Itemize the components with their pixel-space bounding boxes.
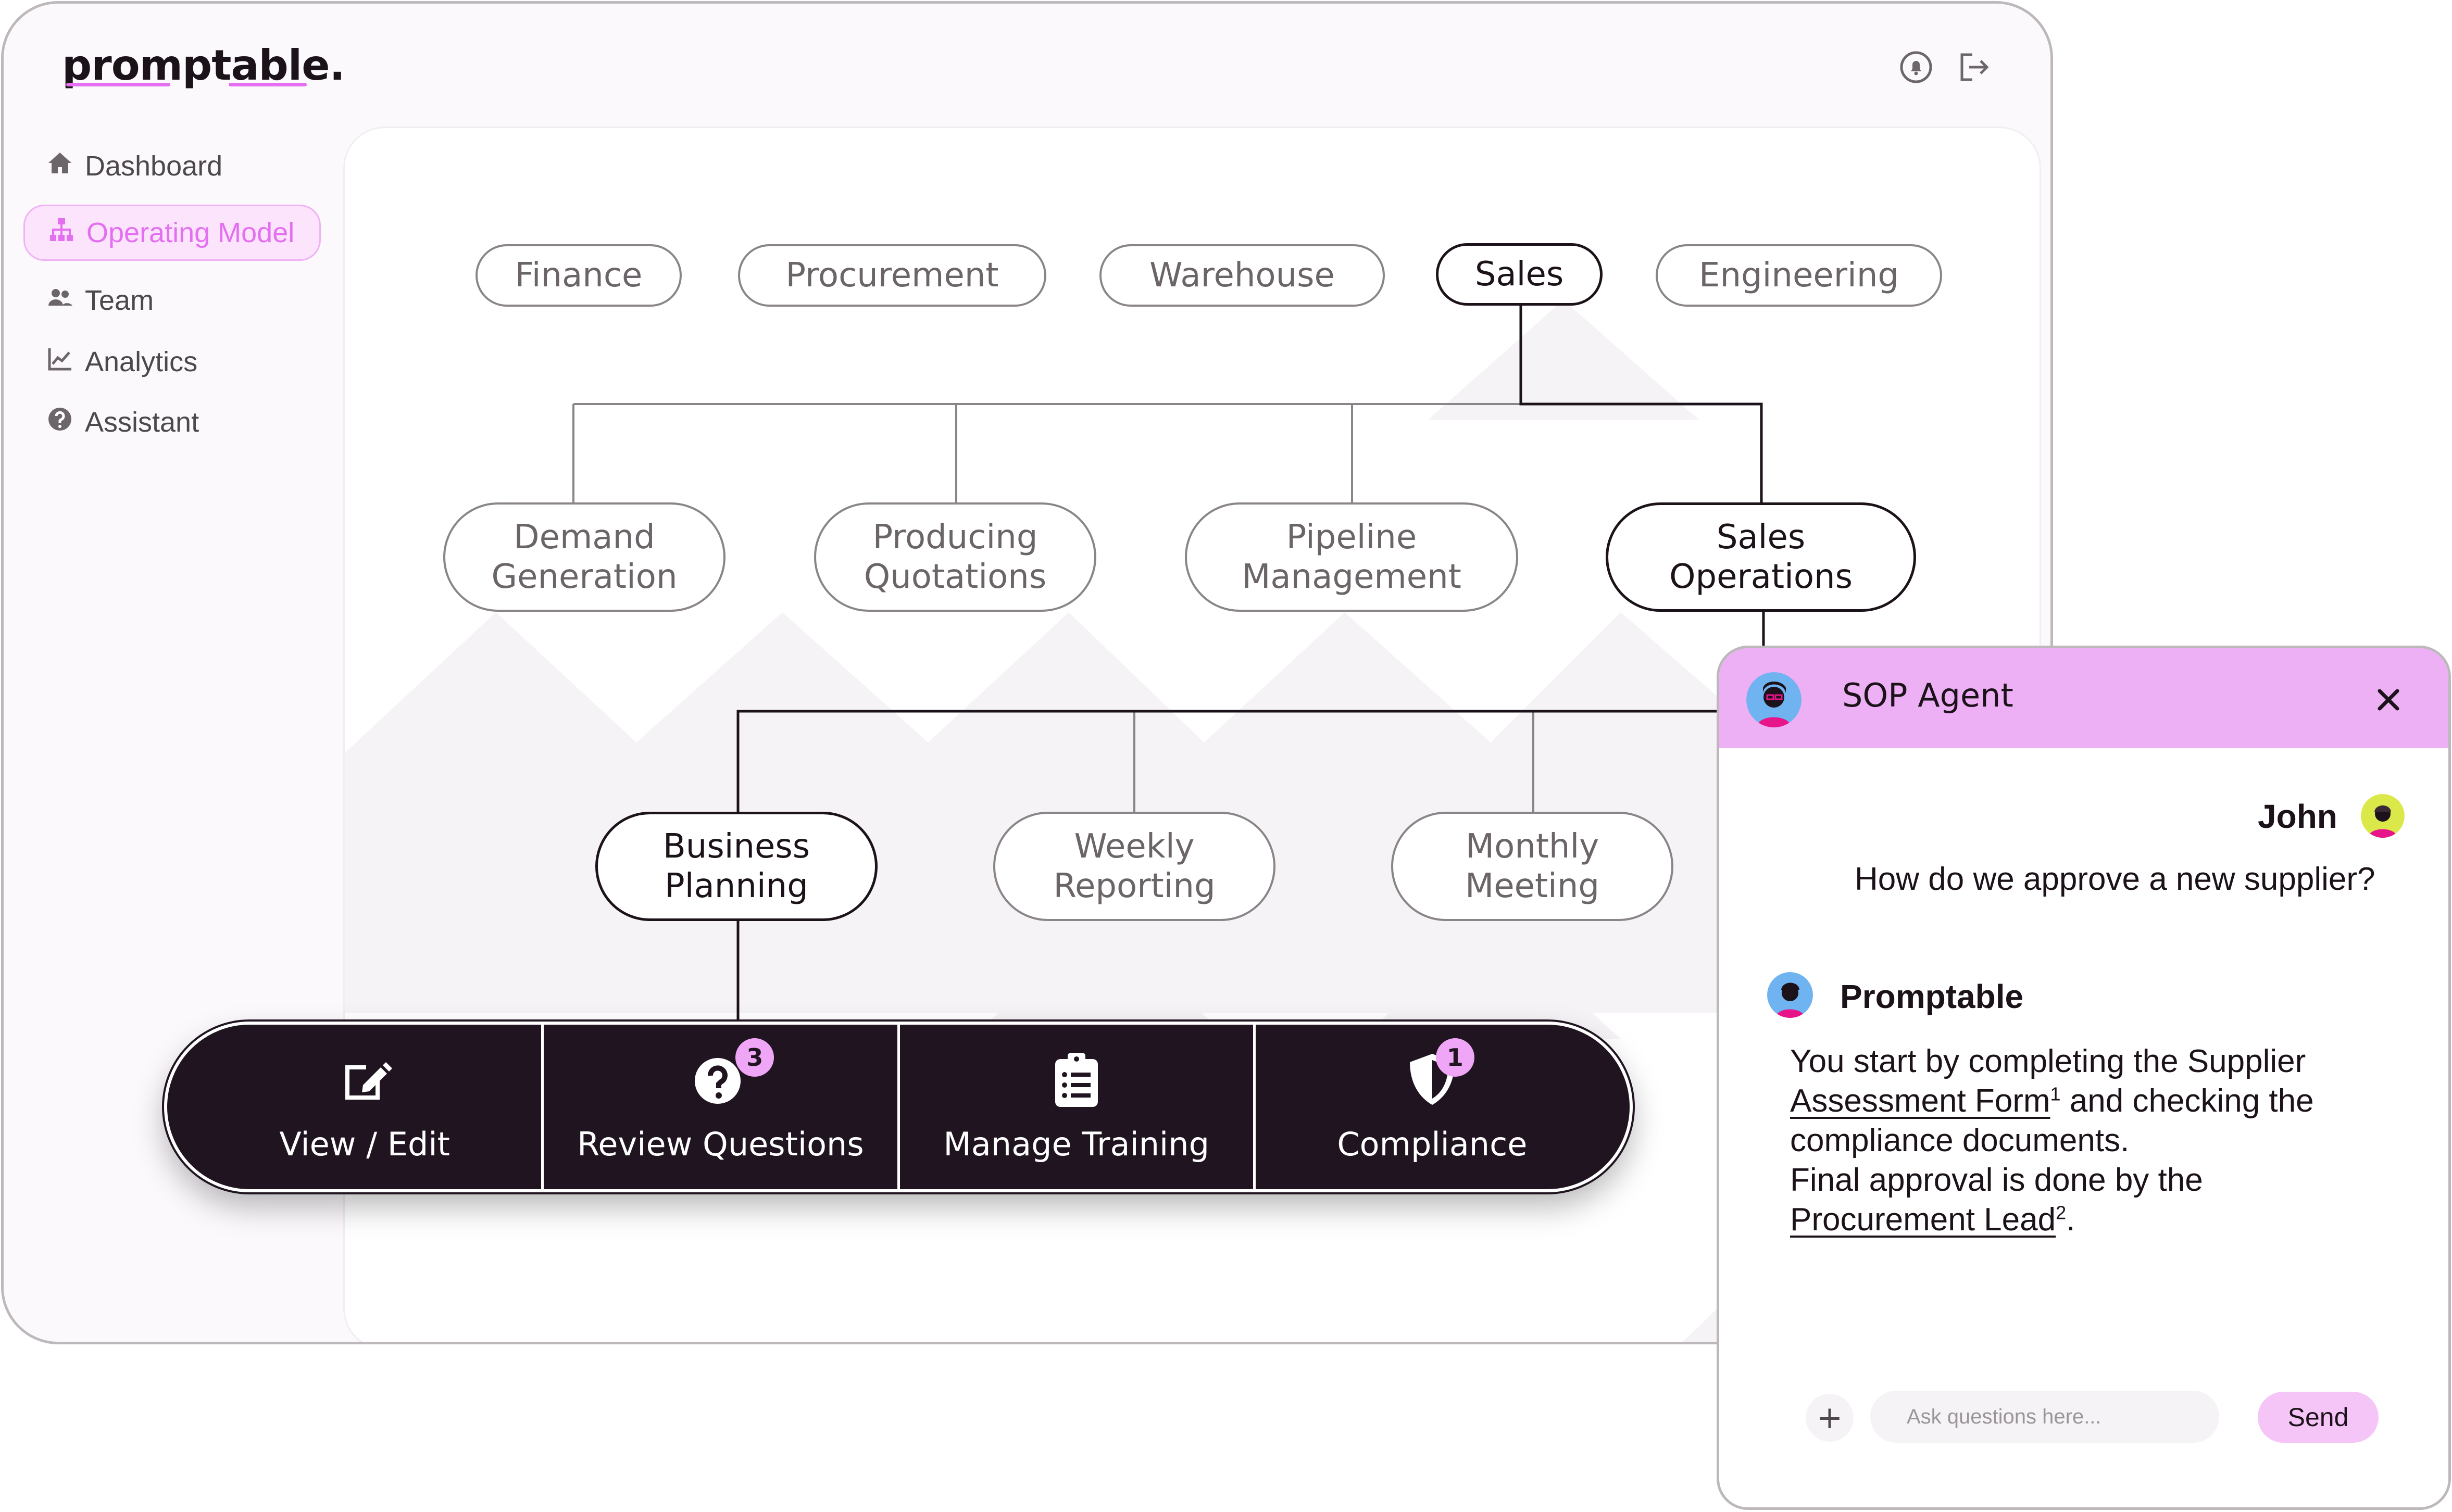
sidebar-item-label: Dashboard: [85, 150, 223, 182]
node-monthly-meeting[interactable]: Monthly Meeting: [1391, 812, 1673, 921]
action-bar: View / Edit 3 Review Questions: [164, 1022, 1633, 1192]
reference-number: 1: [2050, 1083, 2061, 1105]
action-label: Review Questions: [577, 1125, 864, 1163]
node-sales[interactable]: Sales: [1436, 243, 1603, 306]
sidebar-item-label: Assistant: [85, 407, 199, 438]
logout-icon[interactable]: [1958, 51, 1991, 84]
node-producing-quotations[interactable]: Producing Quotations: [814, 502, 1096, 612]
sidebar-item-assistant[interactable]: Assistant: [43, 404, 199, 441]
sidebar-item-label: Team: [85, 285, 154, 316]
bot-message-text: Final approval is done by the: [1790, 1162, 2203, 1198]
bot-message-text: compliance documents.: [1790, 1123, 2130, 1158]
node-demand-generation[interactable]: Demand Generation: [443, 502, 725, 612]
node-business-planning[interactable]: Business Planning: [595, 812, 878, 921]
user-name: John: [2258, 798, 2337, 835]
org-chart-icon: [45, 216, 86, 250]
chat-panel: SOP Agent John How do we approve a new s…: [1717, 646, 2451, 1510]
agent-avatar: [1746, 672, 1802, 727]
node-weekly-reporting[interactable]: Weekly Reporting: [993, 812, 1275, 921]
review-questions-badge: 3: [735, 1038, 774, 1077]
question-icon: [692, 1051, 749, 1125]
clipboard-list-icon: [1048, 1051, 1105, 1125]
manage-training-button[interactable]: Manage Training: [897, 1025, 1253, 1189]
node-engineering[interactable]: Engineering: [1656, 244, 1942, 307]
help-circle-icon: [43, 406, 85, 439]
sidebar-item-label: Analytics: [85, 346, 198, 377]
bot-message-text: .: [2066, 1202, 2075, 1238]
node-finance[interactable]: Finance: [476, 244, 682, 307]
reference-link-assessment-form[interactable]: Assessment Form: [1790, 1083, 2050, 1119]
team-icon: [43, 284, 85, 318]
logo: promptable.: [62, 41, 345, 90]
bot-name: Promptable: [1840, 978, 2024, 1015]
home-icon: [43, 149, 85, 183]
sidebar-item-dashboard[interactable]: Dashboard: [43, 147, 222, 185]
close-icon[interactable]: [2370, 682, 2407, 718]
chat-input[interactable]: [1870, 1391, 2219, 1443]
review-questions-button[interactable]: 3 Review Questions: [541, 1025, 897, 1189]
user-message: How do we approve a new supplier?: [1855, 861, 2375, 897]
user-avatar: [2361, 794, 2405, 838]
sidebar-item-team[interactable]: Team: [43, 282, 154, 319]
bot-message-text: You start by completing the Supplier: [1790, 1043, 2306, 1079]
action-label: View / Edit: [279, 1125, 450, 1163]
notification-bell-icon[interactable]: [1899, 51, 1933, 84]
chat-title: SOP Agent: [1842, 676, 2013, 714]
sidebar-item-operating-model[interactable]: Operating Model: [23, 205, 321, 261]
action-label: Compliance: [1337, 1125, 1528, 1163]
view-edit-button[interactable]: View / Edit: [167, 1025, 541, 1189]
bot-avatar: [1767, 972, 1813, 1018]
reference-link-procurement-lead[interactable]: Procurement Lead: [1790, 1202, 2056, 1238]
compliance-badge: 1: [1435, 1038, 1474, 1077]
bot-message: You start by completing the Supplier Ass…: [1790, 1042, 2425, 1240]
add-attachment-button[interactable]: +: [1806, 1394, 1854, 1442]
action-label: Manage Training: [943, 1125, 1209, 1163]
reference-number: 2: [2056, 1202, 2067, 1224]
node-warehouse[interactable]: Warehouse: [1099, 244, 1385, 307]
logo-underline-2: [229, 83, 307, 86]
edit-icon: [336, 1051, 393, 1125]
send-button[interactable]: Send: [2258, 1392, 2379, 1443]
node-pipeline-management[interactable]: Pipeline Management: [1185, 502, 1518, 612]
node-procurement[interactable]: Procurement: [738, 244, 1046, 307]
node-sales-operations[interactable]: Sales Operations: [1606, 502, 1916, 612]
logo-underline-1: [66, 83, 170, 86]
bot-message-text: and checking the: [2060, 1083, 2314, 1119]
sidebar-item-label: Operating Model: [86, 217, 295, 248]
chat-header: SOP Agent: [1719, 648, 2448, 748]
compliance-button[interactable]: 1 Compliance: [1253, 1025, 1630, 1189]
analytics-icon: [43, 345, 85, 379]
sidebar-item-analytics[interactable]: Analytics: [43, 343, 197, 381]
